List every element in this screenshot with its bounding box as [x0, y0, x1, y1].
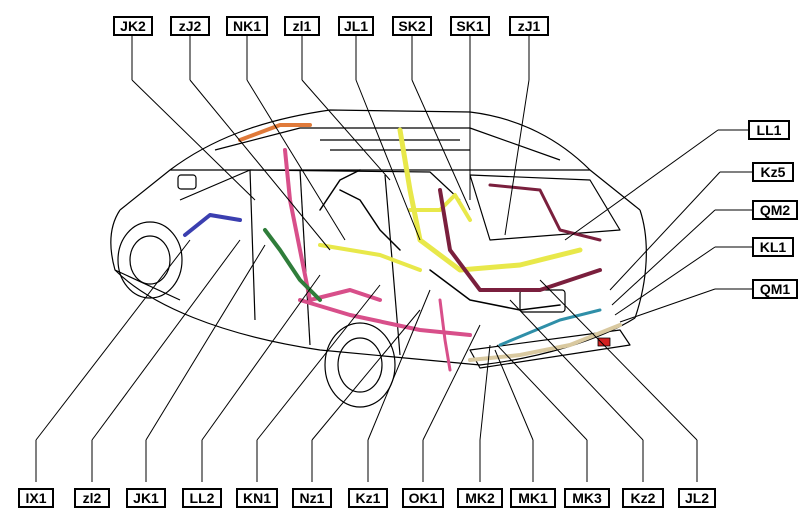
connector-label-jk1: JK1	[126, 488, 166, 508]
connector-label-kz2: Kz2	[622, 488, 664, 508]
vehicle-outline	[110, 109, 647, 408]
leader-lines	[35, 36, 752, 482]
connector-label-nk1: NK1	[226, 16, 268, 36]
harness-wiring	[183, 123, 622, 372]
connector-label-sk1: SK1	[450, 16, 490, 36]
connector-label-qm2: QM2	[752, 200, 798, 220]
connector-label-qm1: QM1	[752, 279, 798, 299]
connector-label-ll2: LL2	[182, 488, 222, 508]
connector-label-kz1: Kz1	[348, 488, 388, 508]
connector-label-zj1: zJ1	[509, 16, 549, 36]
connector-label-zj2: zJ2	[170, 16, 210, 36]
connector-label-jl1: JL1	[338, 16, 374, 36]
connector-label-zl2: zl2	[74, 488, 110, 508]
connector-label-ll1: LL1	[748, 120, 790, 140]
connector-label-jk2: JK2	[113, 16, 153, 36]
connector-label-mk2: MK2	[457, 488, 503, 508]
connector-label-ok1: OK1	[402, 488, 444, 508]
connector-label-sk2: SK2	[392, 16, 432, 36]
connector-label-jl2: JL2	[678, 488, 716, 508]
connector-label-mk3: MK3	[564, 488, 610, 508]
connector-label-nz1: Nz1	[292, 488, 332, 508]
connector-label-kl1: KL1	[752, 237, 794, 257]
connector-label-kn1: KN1	[236, 488, 278, 508]
connector-label-mk1: MK1	[510, 488, 556, 508]
connector-label-kz5: Kz5	[752, 162, 794, 182]
connector-label-zl1: zl1	[284, 16, 320, 36]
connector-label-ix1: IX1	[18, 488, 54, 508]
